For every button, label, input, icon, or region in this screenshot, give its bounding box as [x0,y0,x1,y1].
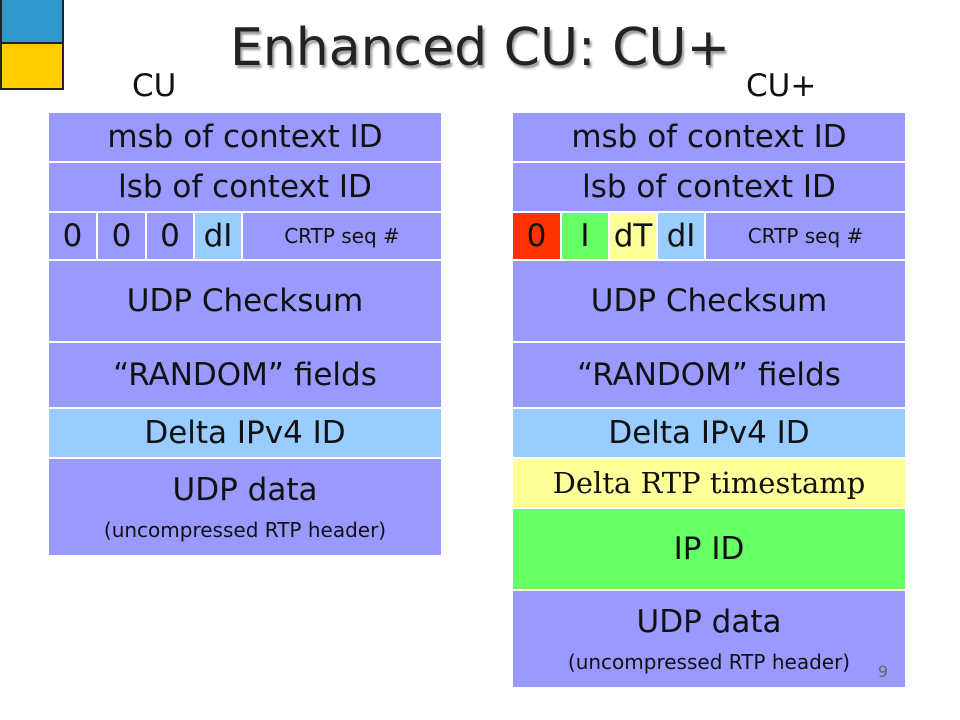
cuplus-delta-ipv4-id: Delta IPv4 ID [512,408,906,458]
cuplus-packet: msb of context ID lsb of context ID 0 I … [512,112,906,688]
cu-lsb-field: lsb of context ID [48,162,442,212]
cu-udp-data: UDP data (uncompressed RTP header) [48,458,442,556]
cu-udp-data-sub: (uncompressed RTP header) [103,518,387,542]
cuplus-udp-checksum: UDP Checksum [512,260,906,342]
cu-crtp-seq: CRTP seq # [242,212,442,260]
cu-random-fields: “RANDOM” fields [48,342,442,408]
cuplus-delta-rtp-timestamp: Delta RTP timestamp [512,458,906,508]
cuplus-random-fields: “RANDOM” fields [512,342,906,408]
cuplus-crtp-seq: CRTP seq # [705,212,906,260]
cuplus-lsb-field: lsb of context ID [512,162,906,212]
cu-label: CU [132,68,177,104]
cu-bit-1: 0 [97,212,146,260]
cuplus-bit-i: I [561,212,609,260]
cu-bit-2: 0 [146,212,194,260]
cuplus-msb-field: msb of context ID [512,112,906,162]
cuplus-bit-0: 0 [512,212,561,260]
cuplus-udp-data-sub: (uncompressed RTP header) [567,650,851,674]
cuplus-label: CU+ [746,68,817,104]
cuplus-ip-id: IP ID [512,508,906,590]
cu-delta-ipv4-id: Delta IPv4 ID [48,408,442,458]
cu-udp-checksum: UDP Checksum [48,260,442,342]
corner-square-blue [0,0,64,44]
corner-square-yellow [0,42,64,90]
cu-bit-di: dI [194,212,242,260]
cu-msb-field: msb of context ID [48,112,442,162]
slide-title: Enhanced CU: CU+ [229,18,731,78]
cuplus-bit-di: dI [657,212,705,260]
cu-udp-data-label: UDP data [172,472,318,508]
cu-flags-row: 0 0 0 dI CRTP seq # [48,212,442,260]
cuplus-bit-dt: dT [609,212,657,260]
cuplus-udp-data-label: UDP data [636,604,782,640]
cu-packet: msb of context ID lsb of context ID 0 0 … [48,112,442,556]
cuplus-flags-row: 0 I dT dI CRTP seq # [512,212,906,260]
cu-bit-0: 0 [48,212,97,260]
cuplus-udp-data: UDP data (uncompressed RTP header) [512,590,906,688]
page-number: 9 [877,662,888,681]
